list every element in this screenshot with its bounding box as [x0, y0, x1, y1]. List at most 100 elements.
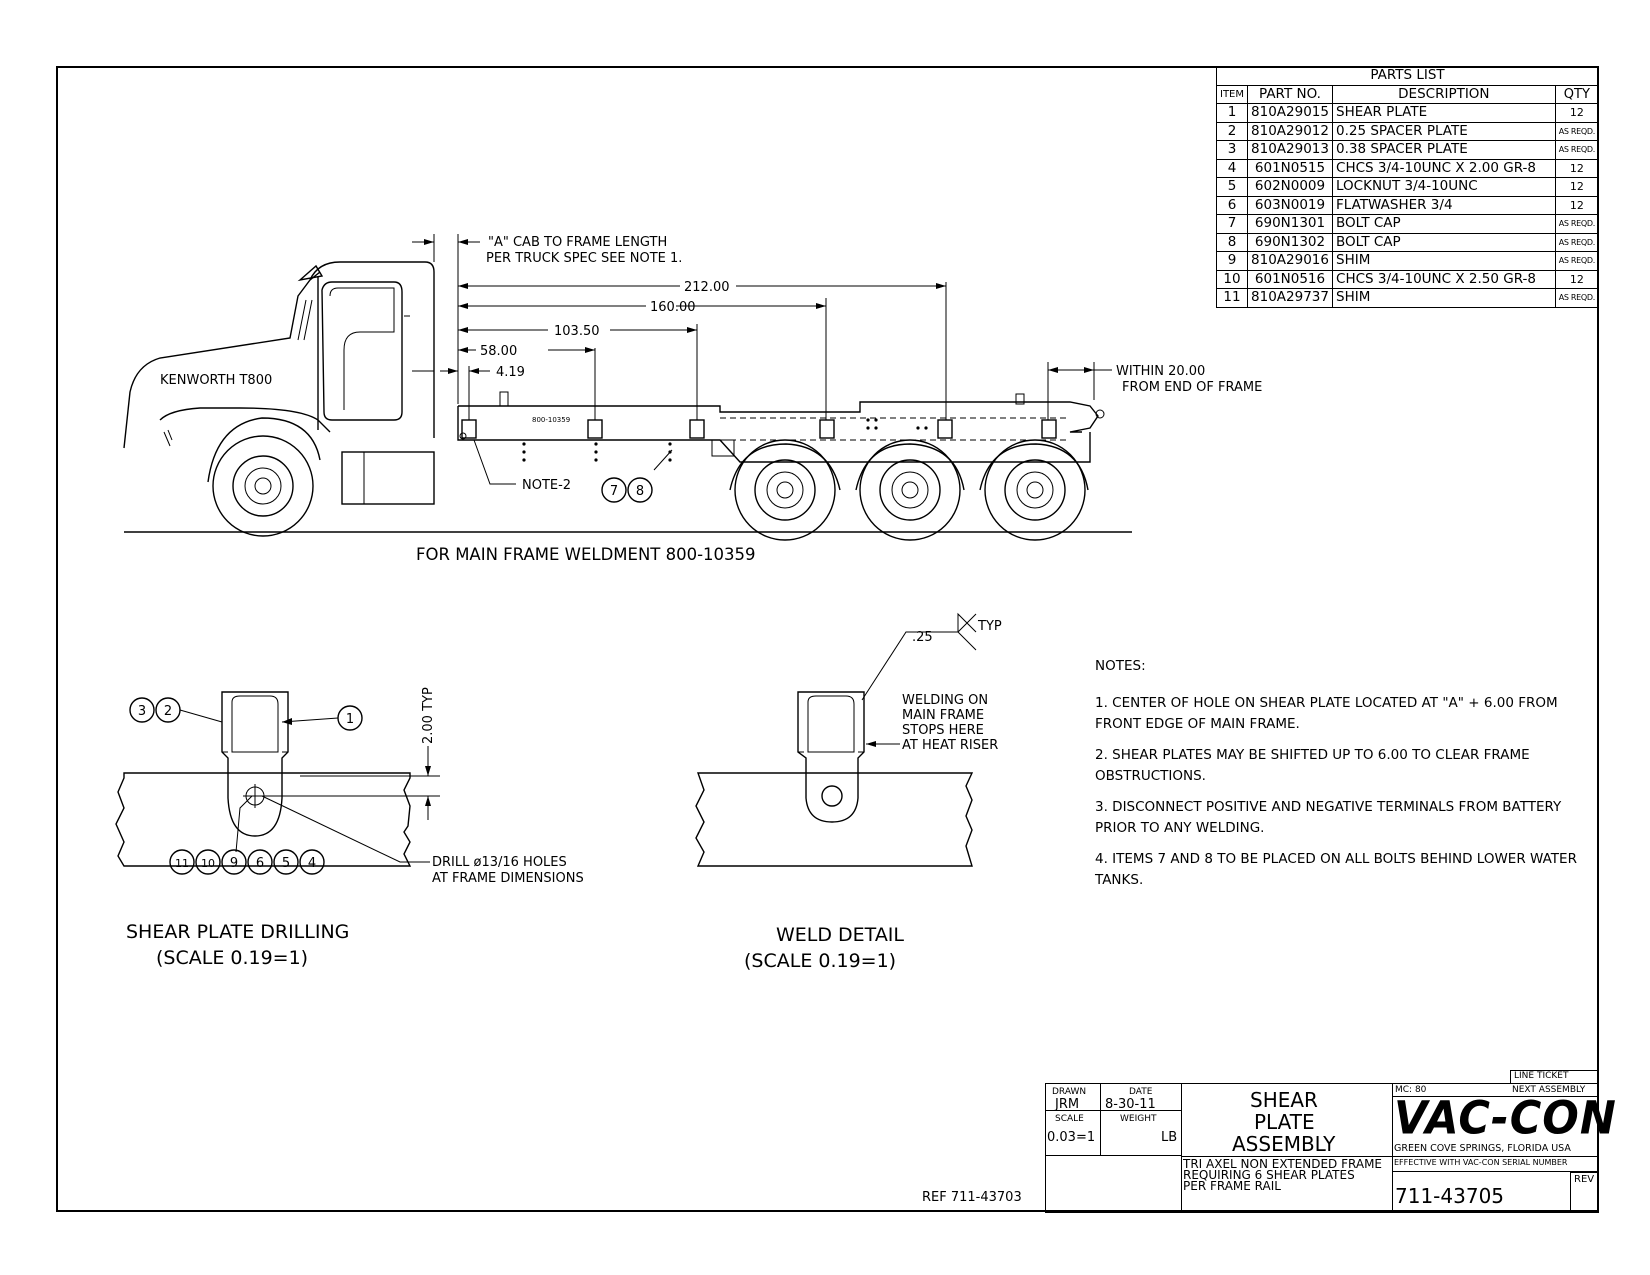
subtitle-2: REQUIRING 6 SHEAR PLATES [1183, 1168, 1355, 1182]
note-3: 3. DISCONNECT POSITIVE AND NEGATIVE TERM… [1095, 799, 1562, 836]
weld-detail-view: .25 TYP WELDING ON MAIN FRAME STOPS HERE… [695, 612, 1002, 972]
dim-103-50: 103.50 [554, 324, 600, 339]
drawing-number: 711-43705 [1395, 1184, 1505, 1208]
truck-view-caption: FOR MAIN FRAME WELDMENT 800-10359 [416, 545, 756, 564]
dim-58: 58.00 [480, 344, 517, 359]
parts-item: 11 [1215, 288, 1249, 308]
parts-part-no: 690N1301 [1247, 214, 1334, 234]
next-assembly-label: NEXT ASSEMBLY [1512, 1085, 1586, 1095]
parts-description: 0.38 SPACER PLATE [1332, 140, 1556, 160]
balloon-circle [247, 849, 273, 875]
balloon-8-text: 8 [636, 484, 644, 499]
drilling-caption-1: SHEAR PLATE DRILLING [126, 921, 349, 943]
balloon-8 [627, 477, 653, 503]
balloon-item-4: 4 [308, 856, 316, 871]
parts-qty: 12 [1554, 195, 1600, 215]
parts-description: SHIM [1332, 288, 1556, 308]
cab-to-frame-note-2: PER TRUCK SPEC SEE NOTE 1. [486, 251, 682, 266]
weight-label: WEIGHT [1120, 1114, 1157, 1124]
parts-part-no: 810A29012 [1247, 121, 1334, 141]
weld-size: .25 [912, 630, 933, 645]
note-1: 1. CENTER OF HOLE ON SHEAR PLATE LOCATED… [1095, 695, 1558, 732]
drill-note-1: DRILL ø13/16 HOLES [432, 855, 567, 870]
truck-side-view: KENWORTH T800 800-10359 "A" CAB TO FRAME… [123, 234, 1262, 564]
drawing-title-1: SHEAR [1250, 1088, 1318, 1112]
weight-unit: LB [1161, 1130, 1178, 1145]
weld-note-1: WELDING ON [902, 693, 988, 708]
drawing-border [56, 66, 1599, 1212]
dim-160: 160.00 [650, 300, 696, 315]
weld-note-2: MAIN FRAME [902, 708, 984, 723]
parts-qty: 12 [1554, 177, 1600, 197]
parts-item: 5 [1215, 177, 1249, 197]
rev-label: REV [1574, 1174, 1595, 1185]
parts-description: BOLT CAP [1332, 232, 1556, 252]
company-logo: VAC-CON [1394, 1092, 1617, 1146]
parts-part-no: 810A29015 [1247, 103, 1334, 123]
within-note-1: WITHIN 20.00 [1116, 364, 1205, 379]
note-4: 4. ITEMS 7 AND 8 TO BE PLACED ON ALL BOL… [1095, 851, 1577, 888]
parts-qty: AS REQD. [1554, 232, 1600, 252]
balloon-item-10: 10 [201, 857, 215, 870]
note-2: 2. SHEAR PLATES MAY BE SHIFTED UP TO 6.0… [1095, 747, 1530, 784]
line-ticket-label: LINE TICKET [1514, 1071, 1569, 1081]
balloon-item-6: 6 [256, 856, 264, 871]
cab-to-frame-note-1: "A" CAB TO FRAME LENGTH [488, 235, 667, 250]
parts-qty: AS REQD. [1554, 214, 1600, 234]
parts-part-no: 603N0019 [1247, 195, 1334, 215]
parts-part-no: 601N0515 [1247, 158, 1334, 178]
parts-item: 8 [1215, 232, 1249, 252]
parts-qty: AS REQD. [1554, 121, 1600, 141]
parts-part-no: 690N1302 [1247, 232, 1334, 252]
parts-qty: 12 [1554, 158, 1600, 178]
parts-item: 2 [1215, 121, 1249, 141]
balloon-circle [273, 849, 299, 875]
weld-note-4: AT HEAT RISER [902, 738, 998, 753]
parts-part-no: 810A29737 [1247, 288, 1334, 308]
balloon-1: 1 [346, 712, 354, 727]
balloon-circle [299, 849, 325, 875]
date-label: DATE [1129, 1087, 1153, 1097]
weld-caption-1: WELD DETAIL [776, 924, 904, 946]
balloon-circle [195, 849, 221, 875]
parts-description: BOLT CAP [1332, 214, 1556, 234]
dim-2-00-typ: 2.00 TYP [421, 687, 436, 744]
parts-description: CHCS 3/4-10UNC X 2.50 GR-8 [1332, 269, 1556, 289]
weld-typ: TYP [977, 619, 1002, 634]
drawn-value: JRM [1055, 1097, 1080, 1112]
parts-part-no: 601N0516 [1247, 269, 1334, 289]
parts-description: FLATWASHER 3/4 [1332, 195, 1556, 215]
notes-heading: NOTES: [1095, 658, 1146, 674]
drawing-title-3: ASSEMBLY [1232, 1132, 1336, 1156]
mc-label: MC: 80 [1395, 1085, 1427, 1095]
dim-4-19: 4.19 [496, 365, 525, 380]
weld-caption-2: (SCALE 0.19=1) [744, 950, 896, 972]
drill-note-2: AT FRAME DIMENSIONS [432, 871, 584, 886]
scale-value: 0.03=1 [1047, 1130, 1096, 1145]
parts-qty: AS REQD. [1554, 140, 1600, 160]
parts-header-qty: QTY [1554, 84, 1600, 104]
notes-block: NOTES: 1. CENTER OF HOLE ON SHEAR PLATE … [1095, 656, 1595, 901]
parts-part-no: 810A29013 [1247, 140, 1334, 160]
balloon-3: 3 [138, 704, 146, 719]
date-value: 8-30-11 [1105, 1097, 1156, 1112]
balloon-2: 2 [164, 704, 172, 719]
truck-model-label: KENWORTH T800 [160, 373, 272, 388]
weld-note-3: STOPS HERE [902, 723, 984, 738]
scale-label: SCALE [1055, 1114, 1084, 1124]
within-note-2: FROM END OF FRAME [1122, 380, 1262, 395]
